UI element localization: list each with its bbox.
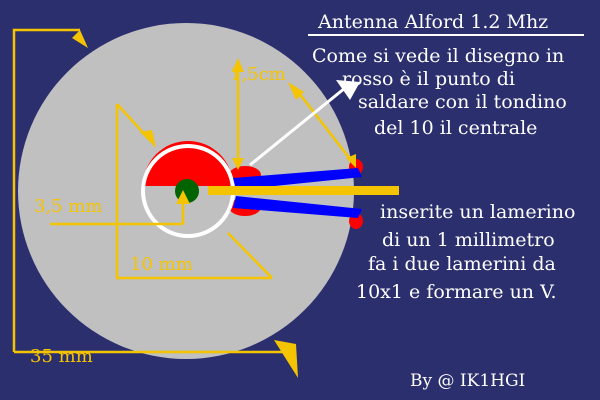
arrowhead-outer-top (72, 30, 88, 48)
dim-label-outer: 35 mm (30, 346, 93, 367)
center-strip (208, 186, 399, 195)
title: Antenna Alford 1.2 Mhz (317, 11, 548, 33)
instruction-line-2: di un 1 millimetro (382, 229, 555, 251)
instruction-line-1: inserite un lamerino (380, 201, 575, 223)
note-pointer-arrowhead (336, 80, 360, 100)
instruction-line-4: 10x1 e formare un V. (356, 281, 557, 303)
arrowhead-slot-bottom (232, 158, 244, 170)
signature: By @ IK1HGI (410, 371, 525, 391)
arrowhead-slot-diag-top (288, 82, 304, 100)
dim-label-inner: 3,5 mm (34, 196, 102, 217)
pin-upper (233, 168, 362, 190)
arrowhead-hole-diag (140, 130, 156, 148)
arrowhead-inner (176, 190, 190, 204)
dim-outer-frame (12, 28, 80, 352)
dimension-arrowheads (72, 30, 356, 378)
instruction-line-3: fa i due lamerini da (368, 253, 556, 275)
dim-hole-triangle-diag (227, 232, 273, 279)
note-line-3: saldare con il tondino (358, 91, 567, 113)
dim-hole-triangle (115, 104, 272, 280)
arrowhead-slot-diag-bottom (346, 154, 356, 168)
pin-lower (233, 196, 362, 218)
note-line-2: rosso è il punto di (342, 68, 515, 90)
dim-slot-diagonal (294, 87, 355, 165)
note-pointer-line (249, 86, 346, 167)
note-line-4: del 10 il centrale (374, 117, 537, 139)
note-line-1: Come si vede il disegno in (312, 45, 564, 67)
dim-label-slot: 1,5cm (230, 64, 286, 85)
dim-label-hole: 10 mm (130, 254, 193, 275)
arrowhead-slot-top (232, 58, 244, 72)
arrowhead-outer-bottom (274, 340, 298, 378)
